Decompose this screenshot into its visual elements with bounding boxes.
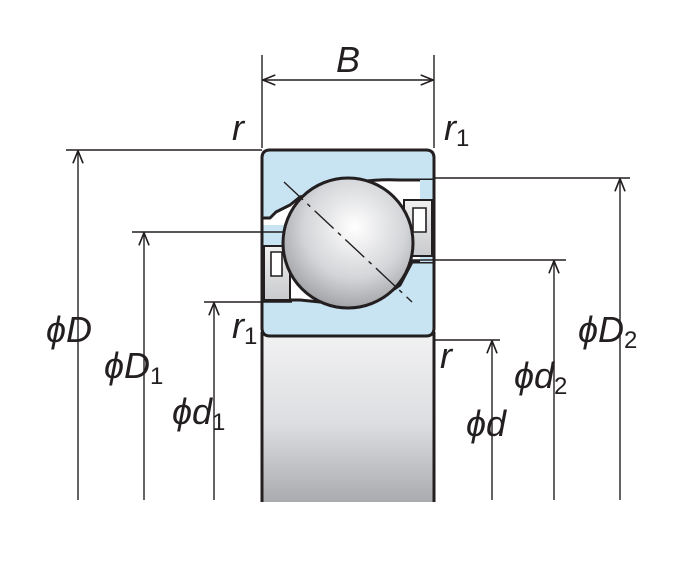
r1-mid-label: r1 (232, 305, 257, 350)
dimension-phiD1: ϕD1 (104, 231, 284, 500)
cage-left-pocket (270, 251, 283, 277)
contact-angle-line (283, 181, 413, 303)
phid1-label: ϕd1 (172, 391, 225, 436)
phid-label: ϕd (466, 403, 507, 444)
r-mid-label: r (440, 335, 454, 376)
dimension-B: B (261, 39, 435, 148)
shaft-body (262, 332, 434, 502)
r1-top-label: r1 (444, 107, 469, 152)
ball (281, 176, 415, 310)
cage-right-pocket (412, 207, 427, 233)
phiD-label: ϕD (46, 309, 92, 350)
ball-body (281, 176, 415, 310)
dimension-phid1: ϕd1 (172, 301, 292, 500)
outer-ring-shoulder (262, 225, 284, 245)
dimension-phid: ϕd (434, 339, 507, 500)
r-top-label: r (232, 107, 246, 148)
dimension-phiD: ϕD (46, 149, 262, 500)
dimension-phiD2: ϕD2 (434, 177, 637, 500)
phid2-label: ϕd2 (514, 355, 567, 400)
phiD2-label: ϕD2 (578, 309, 637, 354)
dimension-phid2: ϕd2 (412, 259, 567, 500)
B-label: B (336, 39, 360, 80)
phiD1-label: ϕD1 (104, 345, 163, 390)
shaft-section (260, 332, 436, 502)
